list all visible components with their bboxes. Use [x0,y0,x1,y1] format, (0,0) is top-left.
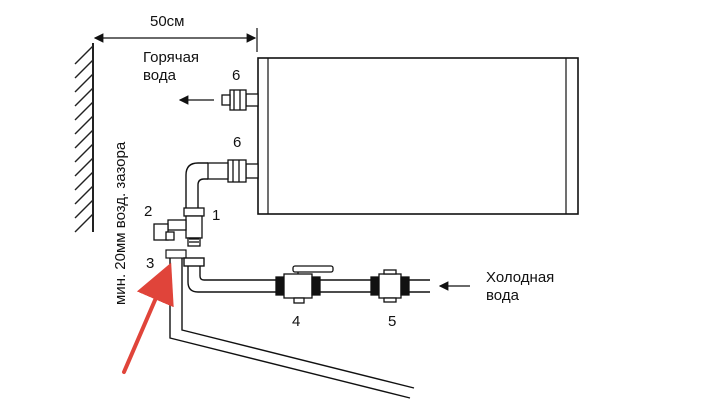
water-heater-tank [257,57,579,215]
dimension-label: 50см [150,13,185,30]
cold-water-label-line1: Холодная [486,269,554,286]
wall [74,43,94,233]
safety-valve [183,207,205,247]
check-valve [370,269,410,303]
drain-hose-connector [165,249,187,259]
highlight-arrow [122,262,174,374]
part-number-6-bottom: 6 [233,134,241,151]
part-number-1: 1 [212,207,220,224]
cold-inlet-union [207,159,259,183]
hot-water-label-line1: Горячая [143,49,199,66]
part-number-4: 4 [292,313,300,330]
part-number-3: 3 [146,255,154,272]
part-number-5: 5 [388,313,396,330]
elbow-pipe [185,162,208,208]
hot-water-label-line2: вода [143,67,177,84]
cold-water-supply-pipe [183,257,430,293]
drain-handle [153,219,187,241]
dimension-line [93,28,258,52]
hot-water-outlet-fitting [221,89,259,111]
part-number-6-top: 6 [232,67,240,84]
shutoff-valve [275,265,334,304]
cold-water-label-line2: вода [486,287,520,304]
wall-gap-label: мин. 20мм возд. зазора [112,141,129,305]
part-number-2: 2 [144,203,152,220]
